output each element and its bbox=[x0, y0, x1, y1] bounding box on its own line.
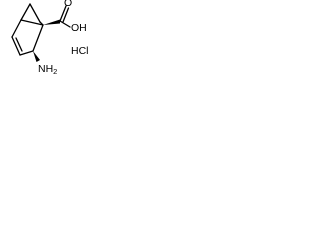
chemical-structure-diagram: O OH NH2 HCl bbox=[11, 0, 89, 76]
bond-c4-c6 bbox=[39, 21, 44, 26]
carboxylic-acid-group: O OH bbox=[43, 0, 87, 34]
salt-label-hcl: HCl bbox=[71, 45, 89, 57]
bond-c-oh bbox=[59, 20, 71, 28]
amine-group: NH2 bbox=[33, 51, 57, 76]
bond-bridge-c4 bbox=[29, 3, 41, 23]
atom-label-hydroxyl: OH bbox=[71, 22, 87, 34]
bicyclic-ring-skeleton bbox=[11, 3, 44, 56]
bond-carbonyl-inner bbox=[62, 7, 70, 23]
amine-subscript: 2 bbox=[53, 67, 57, 76]
bond-c1-c6 bbox=[20, 19, 44, 26]
bond-c6-c5 bbox=[32, 24, 44, 52]
atom-label-amine: NH2 bbox=[38, 63, 57, 76]
bond-c1-bridge bbox=[20, 3, 31, 21]
bond-c3-c4 bbox=[19, 50, 34, 56]
bond-c2-c3-double-inner bbox=[15, 37, 23, 52]
wedge-bond-c5-amine bbox=[33, 51, 40, 62]
bond-c1-c2 bbox=[11, 19, 22, 38]
wedge-bond-c6-carboxyl bbox=[43, 19, 60, 25]
atom-label-carbonyl-oxygen: O bbox=[64, 0, 72, 9]
bond-carbonyl-outer bbox=[59, 5, 67, 22]
bond-c2-c3-double-outer bbox=[11, 36, 21, 56]
